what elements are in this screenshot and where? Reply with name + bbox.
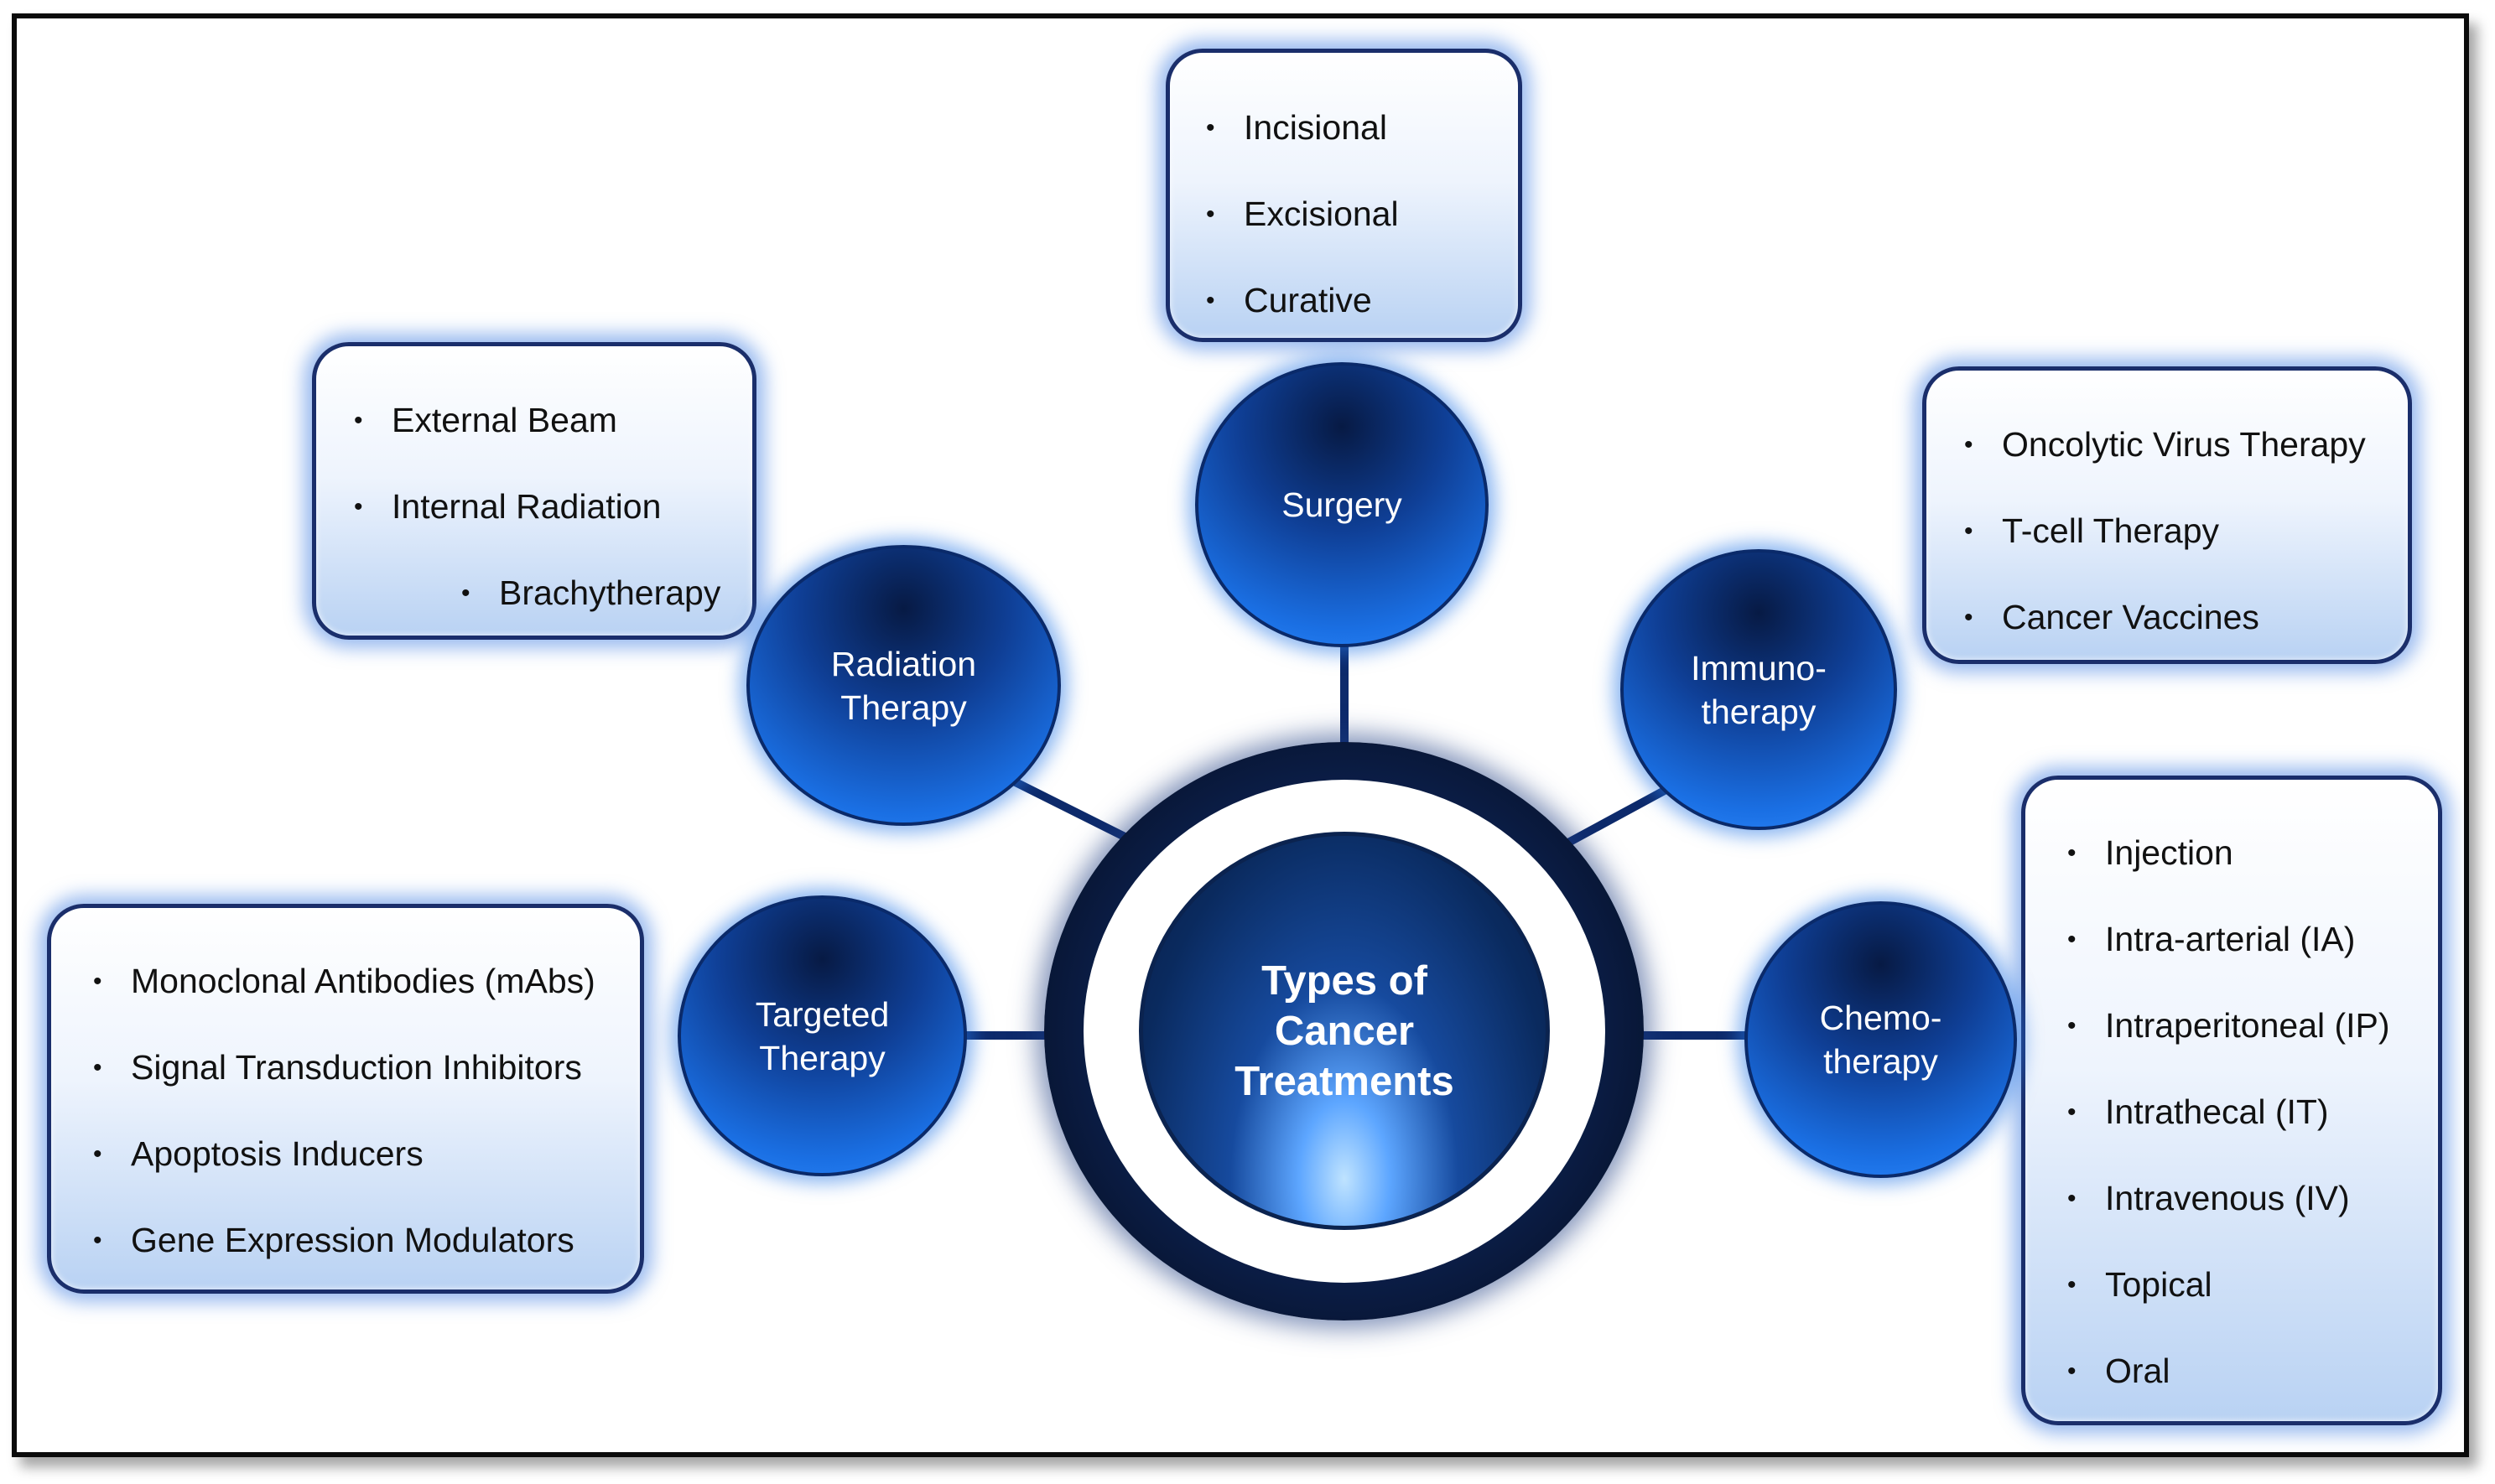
surgery-detail-box: Incisional Excisional Curative (1166, 49, 1522, 344)
list-item: Intravenous (IV) (2067, 1155, 2438, 1242)
list-item: Intrathecal (IT) (2067, 1069, 2438, 1155)
list-item: Injection (2067, 810, 2438, 896)
targeted-therapy-node: Targeted Therapy (678, 895, 967, 1176)
chemo-detail-box: Injection Intra-arterial (IA) Intraperit… (2021, 776, 2442, 1425)
immuno-label-line2: therapy (1701, 692, 1817, 731)
surgery-node: Surgery (1195, 362, 1489, 647)
targeted-label-line2: Therapy (759, 1038, 886, 1077)
targeted-label-line1: Targeted (755, 994, 890, 1034)
list-item: External Beam (354, 377, 752, 464)
list-item: Intra-arterial (IA) (2067, 896, 2438, 983)
radiation-label-line2: Therapy (840, 688, 967, 727)
targeted-detail-box: Monoclonal Antibodies (mAbs) Signal Tran… (47, 904, 644, 1294)
chemo-label-line1: Chemo- (1819, 999, 1942, 1037)
list-item: Internal Radiation (354, 464, 752, 550)
immuno-detail-box: Oncolytic Virus Therapy T-cell Therapy C… (1922, 366, 2412, 664)
immuno-label-line1: Immuno- (1691, 648, 1827, 688)
list-item: Apoptosis Inducers (93, 1111, 640, 1197)
list-item: Oncolytic Virus Therapy (1964, 402, 2408, 488)
center-title-line2: Cancer (1274, 1008, 1415, 1054)
center-title-line1: Types of (1261, 957, 1427, 1004)
list-item: Brachytherapy (392, 550, 752, 636)
chemotherapy-node: Chemo- therapy (1744, 901, 2017, 1178)
list-item: Excisional (1206, 171, 1518, 257)
radiation-label-line1: Radiation (830, 644, 977, 683)
list-item: Curative (1206, 257, 1518, 344)
list-item: Cancer Vaccines (1964, 574, 2408, 661)
list-item: Oral (2067, 1328, 2438, 1414)
list-item: Monoclonal Antibodies (mAbs) (93, 938, 640, 1025)
radiation-therapy-node: Radiation Therapy (746, 545, 1061, 826)
connector-radiation (1008, 776, 1131, 843)
list-item: Intraperitoneal (IP) (2067, 983, 2438, 1069)
list-item: Signal Transduction Inhibitors (93, 1025, 640, 1111)
list-item: T-cell Therapy (1964, 488, 2408, 574)
list-item: Gene Expression Modulators (93, 1197, 640, 1284)
immunotherapy-node: Immuno- therapy (1620, 549, 1897, 830)
center-node: Types of Cancer Treatments (1139, 832, 1550, 1230)
radiation-detail-box: External Beam Internal Radiation Brachyt… (312, 342, 756, 640)
list-item: Incisional (1206, 85, 1518, 171)
surgery-label: Surgery (1281, 485, 1402, 524)
connector-immuno (1566, 784, 1671, 847)
chemo-label-line2: therapy (1823, 1042, 1938, 1081)
list-item: Topical (2067, 1242, 2438, 1328)
center-title-line3: Treatments (1235, 1058, 1454, 1104)
